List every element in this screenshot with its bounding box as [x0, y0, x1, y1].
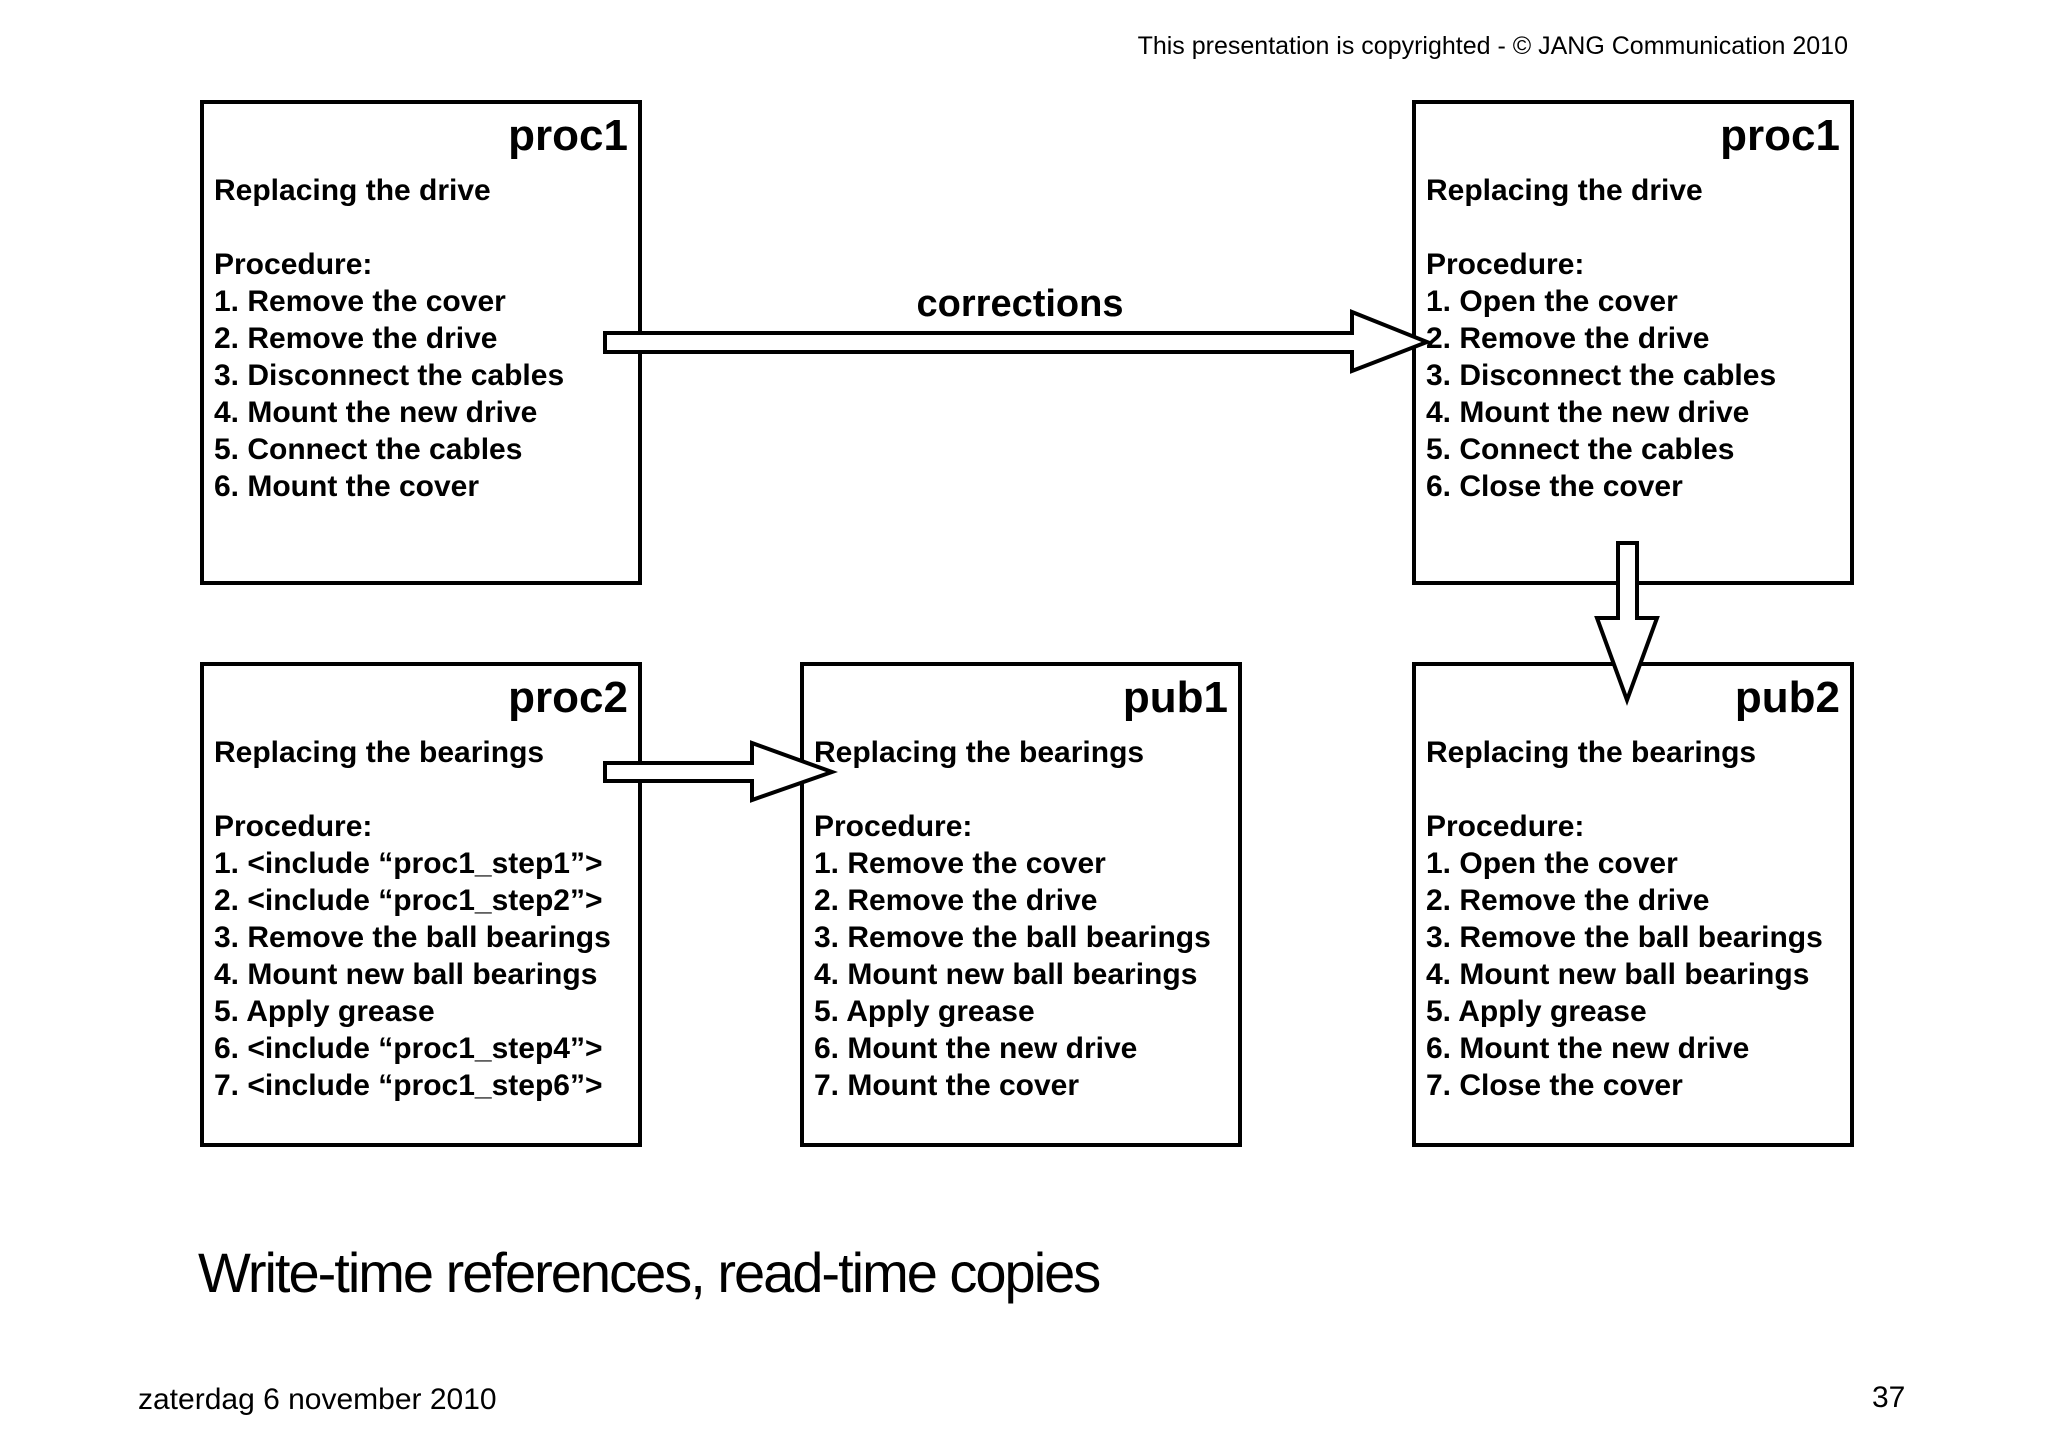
page-number: 37 — [1872, 1381, 1906, 1414]
box-title: proc2 — [508, 673, 628, 722]
procedure-step: 5. Apply grease — [1426, 995, 1647, 1028]
procedure-step: 7. Close the cover — [1426, 1069, 1683, 1102]
procedure-step: 6. Mount the new drive — [1426, 1032, 1750, 1065]
procedure-step: 1. Open the cover — [1426, 847, 1678, 880]
procedure-label: Procedure: — [1426, 810, 1585, 843]
procedure-steps: 1. Remove the cover 2. Remove the drive 3.… — [214, 283, 634, 505]
corrections-label: corrections — [916, 283, 1124, 325]
procedure-step: 1. <include “proc1_step1”> — [214, 847, 603, 880]
procedure-steps: 1. Open the cover 2. Remove the drive 3. D… — [1426, 283, 1846, 505]
procedure-label: Procedure: — [214, 248, 373, 281]
box-subtitle: Replacing the drive — [1426, 174, 1703, 207]
box-body: Replacing the bearings Procedure: 1. Rem… — [804, 720, 1238, 1104]
slide-date: zaterdag 6 november 2010 — [138, 1383, 497, 1416]
procedure-step: 4. Mount new ball bearings — [1426, 958, 1810, 991]
procedure-steps: 1. <include “proc1_step1”> 2. <include “p… — [214, 845, 634, 1104]
box-proc2: proc2 Replacing the bearings Procedure: … — [200, 662, 642, 1147]
procedure-step: 3. Remove the ball bearings — [214, 921, 611, 954]
box-body: Replacing the bearings Procedure: 1. Ope… — [1416, 720, 1850, 1104]
procedure-step: 6. Mount the cover — [214, 470, 480, 503]
procedure-step: 7. <include “proc1_step6”> — [214, 1069, 603, 1102]
procedure-step: 3. Disconnect the cables — [1426, 359, 1777, 392]
procedure-step: 1. Remove the cover — [814, 847, 1106, 880]
procedure-step: 2. Remove the drive — [214, 322, 498, 355]
box-proc1-original: proc1 Replacing the drive Procedure: 1. … — [200, 100, 642, 585]
box-title: pub2 — [1734, 673, 1840, 722]
box-subtitle: Replacing the drive — [214, 174, 491, 207]
box-title: pub1 — [1122, 673, 1228, 722]
procedure-step: 2. <include “proc1_step2”> — [214, 884, 603, 917]
procedure-step: 4. Mount new ball bearings — [214, 958, 598, 991]
box-title: proc1 — [508, 111, 628, 160]
procedure-label: Procedure: — [214, 810, 373, 843]
box-subtitle: Replacing the bearings — [214, 736, 545, 769]
box-pub2: pub2 Replacing the bearings Procedure: 1… — [1412, 662, 1854, 1147]
procedure-step: 2. Remove the drive — [814, 884, 1098, 917]
procedure-step: 2. Remove the drive — [1426, 884, 1710, 917]
procedure-step: 4. Mount the new drive — [214, 396, 538, 429]
box-title: proc1 — [1720, 111, 1840, 160]
slide-title: Write-time references, read-time copies — [198, 1241, 1101, 1304]
procedure-step: 6. <include “proc1_step4”> — [214, 1032, 603, 1065]
box-subtitle: Replacing the bearings — [1426, 736, 1757, 769]
procedure-step: 3. Remove the ball bearings — [814, 921, 1211, 954]
box-proc1-corrected: proc1 Replacing the drive Procedure: 1. … — [1412, 100, 1854, 585]
box-subtitle: Replacing the bearings — [814, 736, 1145, 769]
slide-copyright: This presentation is copyrighted - © JAN… — [1137, 32, 1848, 60]
procedure-step: 4. Mount the new drive — [1426, 396, 1750, 429]
procedure-step: 6. Close the cover — [1426, 470, 1683, 503]
procedure-step: 6. Mount the new drive — [814, 1032, 1138, 1065]
box-body: Replacing the drive Procedure: 1. Remove… — [204, 158, 638, 505]
procedure-label: Procedure: — [1426, 248, 1585, 281]
procedure-step: 5. Apply grease — [814, 995, 1035, 1028]
procedure-steps: 1. Open the cover 2. Remove the drive 3. R… — [1426, 845, 1846, 1104]
procedure-step: 3. Remove the ball bearings — [1426, 921, 1823, 954]
procedure-step: 5. Apply grease — [214, 995, 435, 1028]
procedure-step: 5. Connect the cables — [1426, 433, 1735, 466]
procedure-label: Procedure: — [814, 810, 973, 843]
box-body: Replacing the bearings Procedure: 1. <in… — [204, 720, 638, 1104]
procedure-step: 1. Remove the cover — [214, 285, 506, 318]
procedure-step: 3. Disconnect the cables — [214, 359, 565, 392]
box-pub1: pub1 Replacing the bearings Procedure: 1… — [800, 662, 1242, 1147]
procedure-step: 5. Connect the cables — [214, 433, 523, 466]
procedure-step: 4. Mount new ball bearings — [814, 958, 1198, 991]
procedure-steps: 1. Remove the cover 2. Remove the drive 3.… — [814, 845, 1234, 1104]
box-body: Replacing the drive Procedure: 1. Open t… — [1416, 158, 1850, 505]
procedure-step: 1. Open the cover — [1426, 285, 1678, 318]
procedure-step: 2. Remove the drive — [1426, 322, 1710, 355]
procedure-step: 7. Mount the cover — [814, 1069, 1080, 1102]
